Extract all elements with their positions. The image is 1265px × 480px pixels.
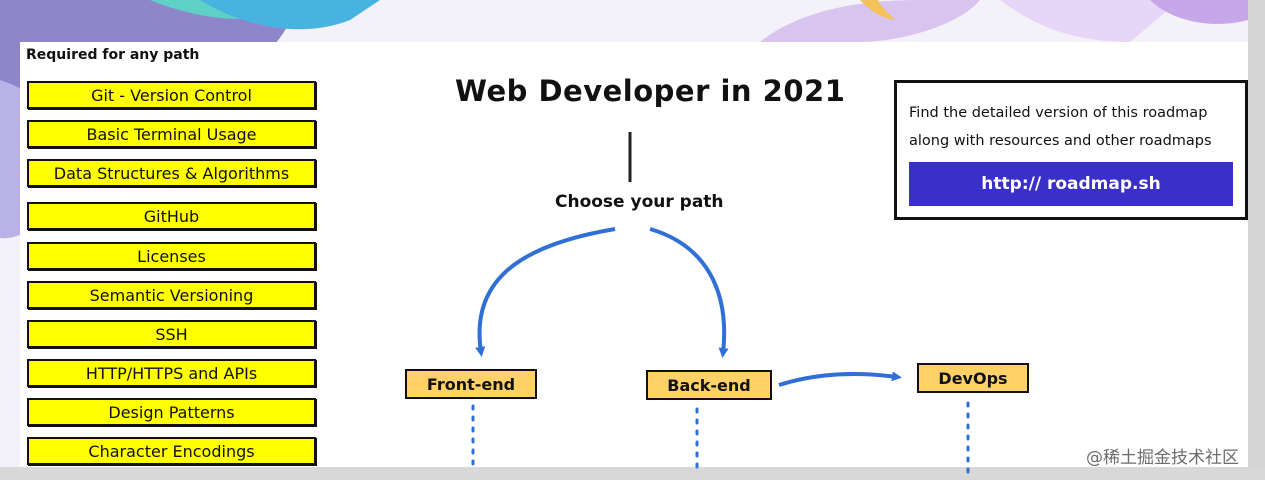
path-frontend[interactable]: Front-end <box>405 369 537 399</box>
path-devops[interactable]: DevOps <box>917 363 1029 393</box>
path-backend[interactable]: Back-end <box>646 370 772 400</box>
roadmap-link-button[interactable]: http:// roadmap.sh <box>909 162 1233 206</box>
topic-http-apis[interactable]: HTTP/HTTPS and APIs <box>27 359 316 387</box>
topic-licenses[interactable]: Licenses <box>27 242 316 270</box>
topic-ssh[interactable]: SSH <box>27 320 316 348</box>
topic-git[interactable]: Git - Version Control <box>27 81 316 109</box>
roadmap-title: Web Developer in 2021 <box>455 74 846 108</box>
info-text: Find the detailed version of this roadma… <box>909 105 1212 149</box>
topic-data-structures[interactable]: Data Structures & Algorithms <box>27 159 316 187</box>
topic-semantic-versioning[interactable]: Semantic Versioning <box>27 281 316 309</box>
topic-character-encodings[interactable]: Character Encodings <box>27 437 316 465</box>
required-label: Required for any path <box>26 47 200 63</box>
choose-path-label: Choose your path <box>555 192 724 212</box>
topic-design-patterns[interactable]: Design Patterns <box>27 398 316 426</box>
topic-github[interactable]: GitHub <box>27 202 316 230</box>
watermark: @稀土掘金技术社区 <box>1086 448 1239 468</box>
topic-terminal[interactable]: Basic Terminal Usage <box>27 120 316 148</box>
info-box: Find the detailed version of this roadma… <box>894 80 1248 220</box>
